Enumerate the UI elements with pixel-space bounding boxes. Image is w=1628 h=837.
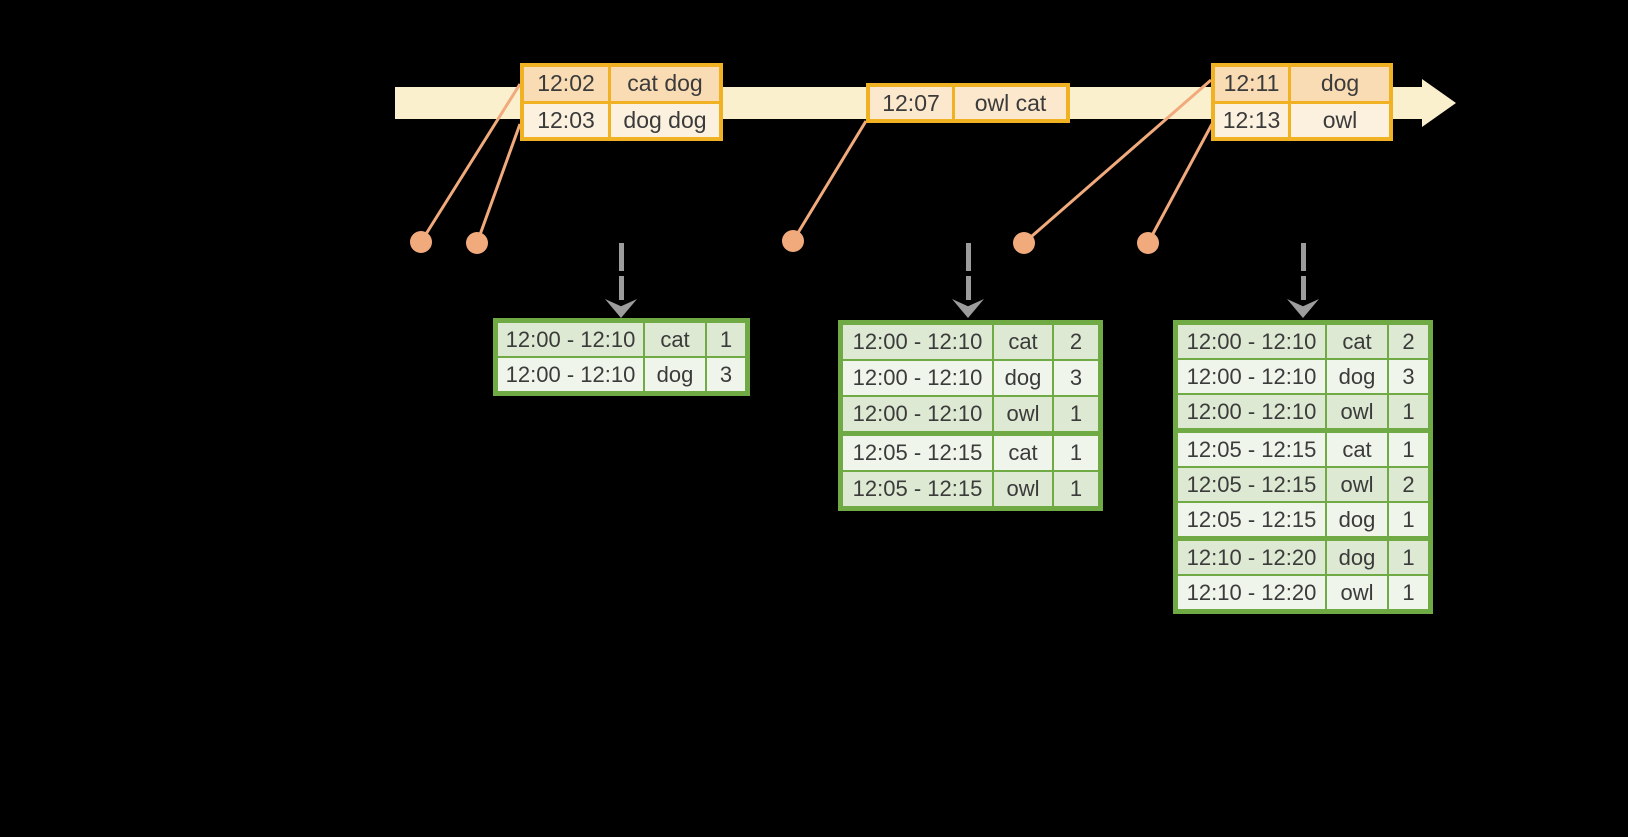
result-count-cell: 1 (1054, 397, 1098, 431)
result-window-cell: 12:05 - 12:15 (1178, 503, 1327, 536)
result-count-cell: 2 (1054, 325, 1098, 359)
trigger-down-arrow (1301, 243, 1306, 300)
event-words-cell: dog (1291, 67, 1389, 101)
result-word-cell: cat (1327, 325, 1389, 358)
result-word-cell: dog (994, 361, 1054, 395)
event-time-cell: 12:07 (870, 87, 952, 119)
event-words-cell: owl cat (955, 87, 1066, 119)
event-time-cell: 12:02 (524, 67, 608, 101)
result-count-cell: 1 (1054, 472, 1098, 506)
result-window-cell: 12:00 - 12:10 (1178, 360, 1327, 393)
result-count-cell: 1 (1389, 576, 1428, 609)
event-time-cell: 12:03 (524, 103, 608, 137)
result-count-cell: 2 (1389, 325, 1428, 358)
result-count-cell: 3 (1054, 361, 1098, 395)
result-window-cell: 12:05 - 12:15 (1178, 433, 1327, 466)
result-word-cell: owl (994, 397, 1054, 431)
result-window-cell: 12:00 - 12:10 (498, 358, 645, 391)
result-word-cell: owl (994, 472, 1054, 506)
result-word-cell: cat (994, 325, 1054, 359)
result-count-cell: 1 (1389, 541, 1428, 574)
event-words-cell: cat dog (611, 67, 719, 101)
result-word-cell: cat (645, 323, 707, 356)
result-window-cell: 12:10 - 12:20 (1178, 576, 1327, 609)
result-count-cell: 1 (707, 323, 745, 356)
event-marker-dot (1013, 232, 1035, 254)
result-window-cell: 12:00 - 12:10 (1178, 395, 1327, 428)
result-word-cell: dog (1327, 503, 1389, 536)
result-word-cell: dog (645, 358, 707, 391)
result-count-cell: 1 (1389, 395, 1428, 428)
result-window-cell: 12:00 - 12:10 (843, 361, 994, 395)
result-window-cell: 12:05 - 12:15 (843, 472, 994, 506)
result-count-cell: 1 (1054, 436, 1098, 470)
event-connector-line (791, 120, 868, 242)
result-word-cell: cat (1327, 433, 1389, 466)
result-count-cell: 1 (1389, 503, 1428, 536)
result-count-cell: 1 (1389, 433, 1428, 466)
trigger-down-arrow (619, 243, 624, 300)
result-window-cell: 12:00 - 12:10 (1178, 325, 1327, 358)
event-marker-dot (466, 232, 488, 254)
result-word-cell: dog (1327, 541, 1389, 574)
result-window-cell: 12:00 - 12:10 (843, 325, 994, 359)
result-count-cell: 2 (1389, 468, 1428, 501)
trigger-down-arrow (966, 243, 971, 300)
result-word-cell: owl (1327, 576, 1389, 609)
event-marker-dot (1137, 232, 1159, 254)
result-count-cell: 3 (1389, 360, 1428, 393)
event-time-cell: 12:13 (1215, 103, 1288, 137)
result-word-cell: cat (994, 436, 1054, 470)
result-window-cell: 12:05 - 12:15 (1178, 468, 1327, 501)
event-connector-line (1023, 78, 1212, 245)
event-time-cell: 12:11 (1215, 67, 1288, 101)
result-window-cell: 12:00 - 12:10 (843, 397, 994, 431)
result-count-cell: 3 (707, 358, 745, 391)
event-words-cell: dog dog (611, 103, 719, 137)
result-window-cell: 12:05 - 12:15 (843, 436, 994, 470)
result-word-cell: dog (1327, 360, 1389, 393)
event-connector-line (475, 123, 522, 244)
result-word-cell: owl (1327, 395, 1389, 428)
event-marker-dot (410, 231, 432, 253)
result-word-cell: owl (1327, 468, 1389, 501)
result-window-cell: 12:00 - 12:10 (498, 323, 645, 356)
event-words-cell: owl (1291, 103, 1389, 137)
event-marker-dot (782, 230, 804, 252)
event-connector-line (1146, 123, 1214, 244)
result-window-cell: 12:10 - 12:20 (1178, 541, 1327, 574)
event-connector-line (419, 83, 522, 243)
